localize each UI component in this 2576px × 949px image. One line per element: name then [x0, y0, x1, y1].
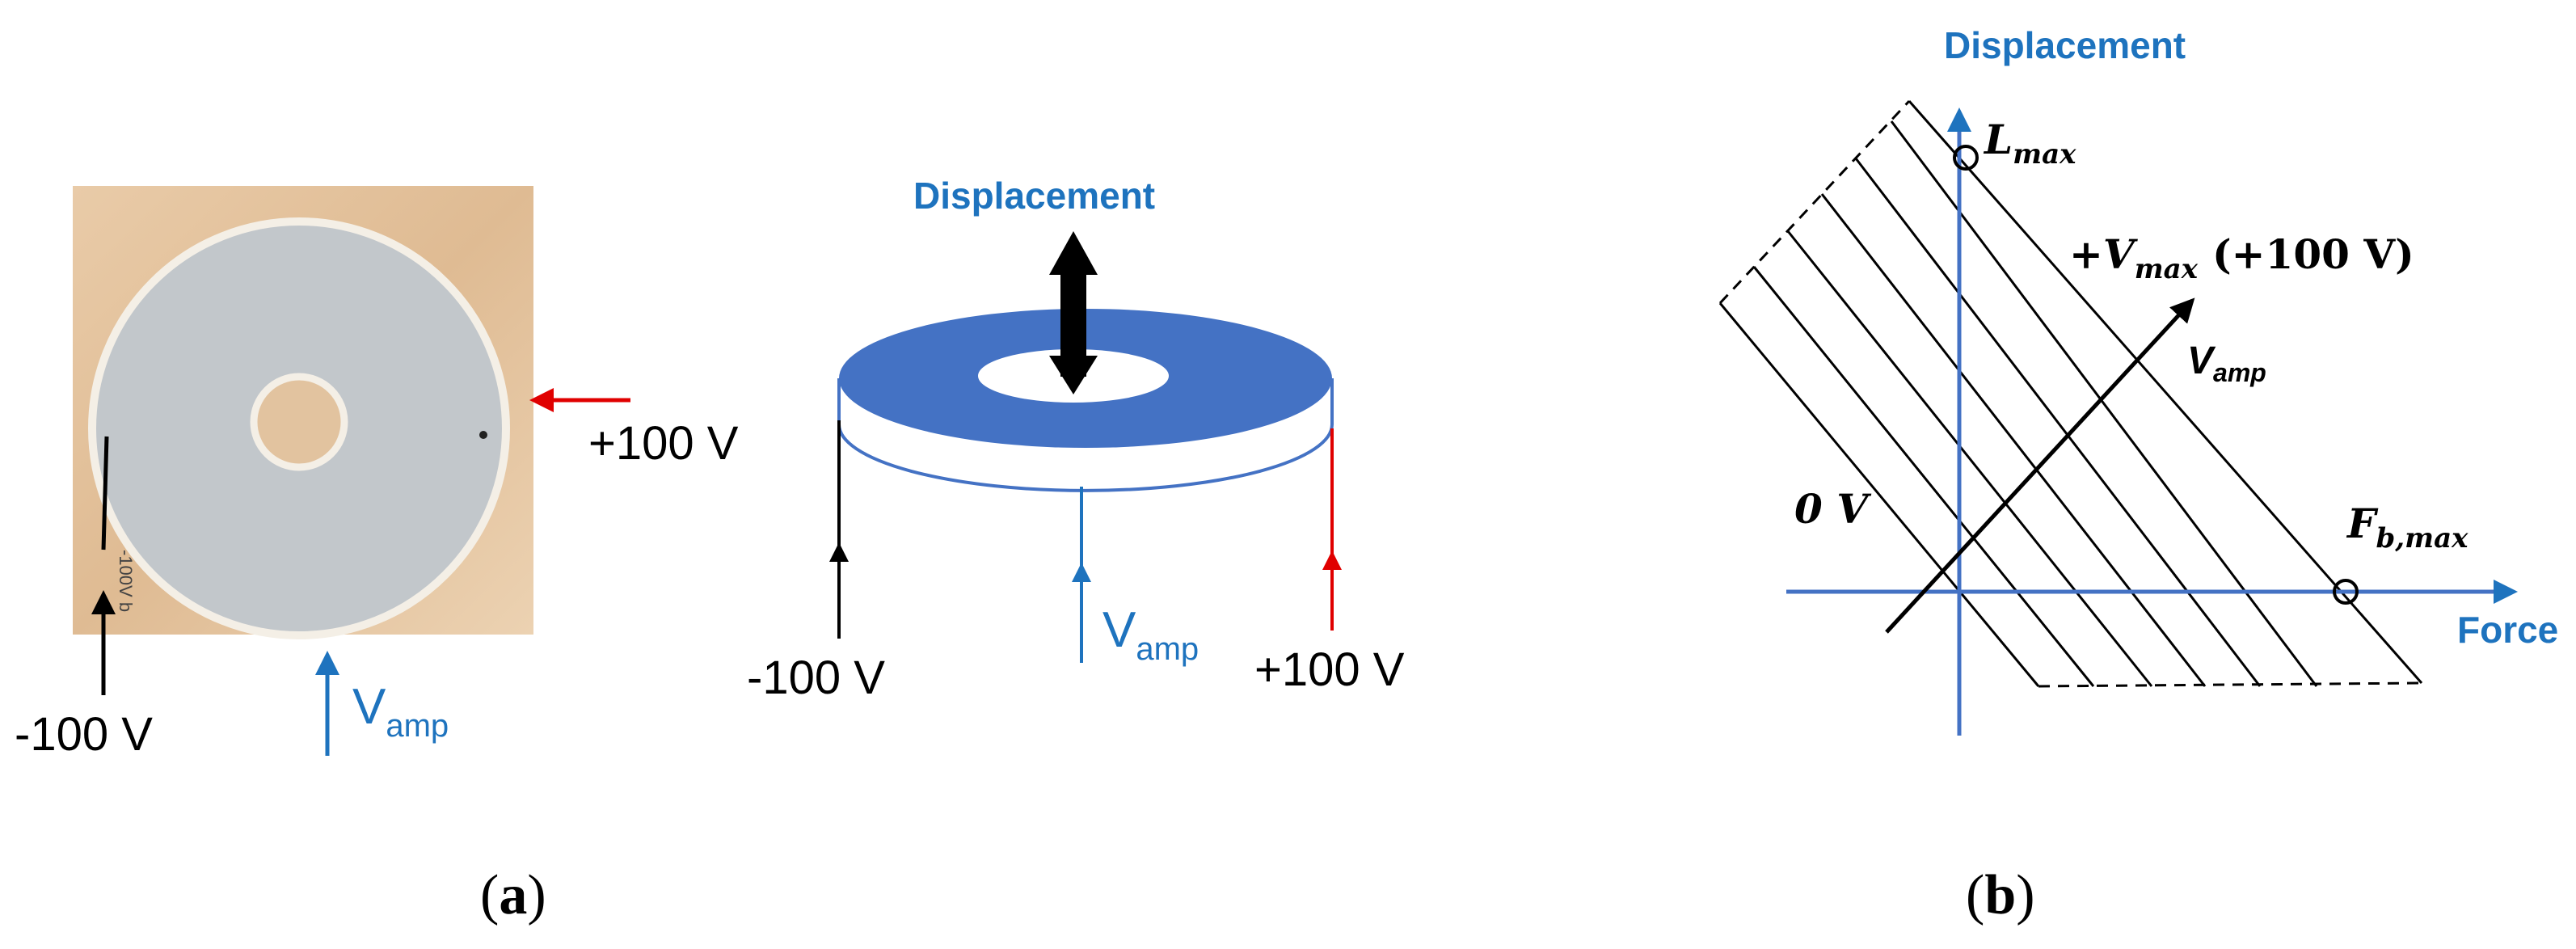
disc-center-hole [250, 373, 348, 471]
fbmax-main: F [2346, 500, 2379, 547]
zero-v-label: 0 V [1794, 485, 1872, 533]
caption-b-letter: b [1984, 864, 2016, 926]
fbmax-label: Fb,max [2346, 500, 2468, 555]
vmax-sub: max [2135, 253, 2199, 285]
lmax-sub: max [2013, 138, 2076, 171]
dashed-top-edge [1718, 99, 1911, 305]
fbmax-marker [2333, 579, 2359, 605]
load-line [1786, 230, 2153, 687]
vmax-prefix: +V [2069, 230, 2139, 278]
dashed-bottom-edge [2038, 681, 2422, 688]
neg-wire [101, 436, 109, 550]
neg-label-photo: -100 V [15, 708, 153, 761]
displacement-double-arrow [1049, 231, 1098, 394]
vamp-main-photo: V [352, 679, 386, 735]
load-line [1820, 193, 2207, 687]
neg-label-schematic: -100 V [747, 652, 885, 704]
vamp-main-b: V [2187, 340, 2216, 382]
caption-a: (a) [480, 864, 546, 926]
caption-b-open: ( [1966, 864, 1984, 926]
electrode-dot [479, 431, 487, 439]
load-line-0v [1718, 302, 2040, 687]
disc-marking: -100V b [116, 550, 136, 612]
caption-a-close: ) [527, 864, 546, 926]
caption-b: (b) [1966, 864, 2035, 926]
lmax-main: L [1983, 116, 2013, 163]
vamp-sub-b: amp [2213, 358, 2266, 387]
vamp-label-photo: Vamp [352, 679, 449, 744]
load-line [1854, 158, 2262, 687]
load-line [1890, 120, 2318, 687]
vamp-main-schematic: V [1102, 602, 1136, 658]
vamp-direction-arrow [1885, 297, 2195, 634]
vmax-label: +Vmax (+100 V) [2069, 230, 2414, 285]
caption-a-open: ( [480, 864, 499, 926]
panel-a-photo: -100V b -100 V +100 V Vamp [15, 186, 739, 761]
vmax-value: (+100 V) [2212, 230, 2414, 278]
vamp-label-schematic: Vamp [1102, 602, 1199, 667]
load-lines [1718, 100, 2423, 687]
vamp-sub-photo: amp [386, 708, 449, 744]
y-axis-label: Displacement [1944, 24, 2186, 66]
caption-b-close: ) [2016, 864, 2034, 926]
panel-b-diagram: Displacement Force Lmax +Vmax(+100 V) Va… [1718, 24, 2558, 736]
vamp-label-b: Vamp [2187, 340, 2266, 387]
pos-label-schematic: +100 V [1254, 643, 1405, 696]
pos-label-photo: +100 V [588, 417, 739, 470]
fbmax-sub: b,max [2376, 522, 2469, 555]
vamp-sub-schematic: amp [1136, 631, 1199, 667]
schematic-displacement-title: Displacement [913, 175, 1155, 217]
panel-a-schematic: Displacement -100 V +100 V Vamp [747, 175, 1405, 704]
load-line [1752, 266, 2095, 687]
lmax-marker [1953, 145, 1979, 171]
load-line-vmax [1908, 100, 2423, 684]
lmax-label: Lmax [1983, 116, 2076, 171]
caption-a-letter: a [499, 864, 527, 926]
x-axis-label: Force [2457, 609, 2558, 651]
